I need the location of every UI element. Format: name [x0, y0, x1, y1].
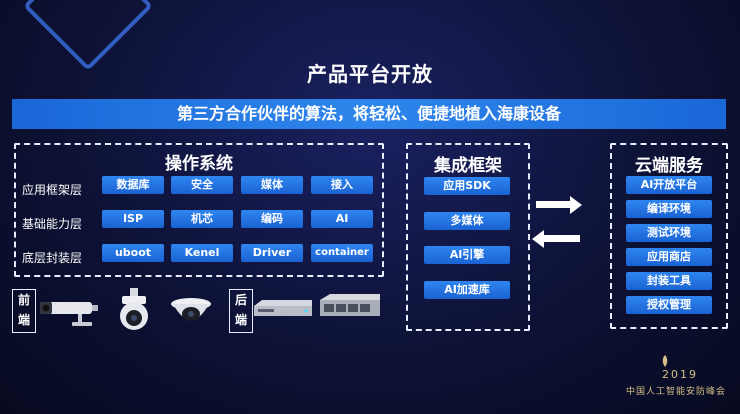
summit-logo-icon	[662, 355, 668, 367]
footer-year: 2019	[662, 368, 698, 381]
chip-driver: Driver	[241, 244, 303, 262]
chip-database: 数据库	[102, 176, 164, 194]
dome-camera-icon	[171, 298, 211, 321]
arrow-right-shaft	[536, 201, 570, 208]
banner: 第三方合作伙伴的算法，将轻松、便捷地植入海康设备	[12, 99, 726, 129]
chip-ai: AI	[311, 210, 373, 228]
row-label-base: 基础能力层	[22, 217, 83, 231]
chip-test-env: 测试环境	[626, 224, 712, 242]
os-box: 操作系统 应用框架层 数据库 安全 媒体 接入 基础能力层 ISP 机芯 编码 …	[14, 143, 384, 277]
arrow-left-icon	[532, 230, 544, 248]
chip-pack-tool: 封装工具	[626, 272, 712, 290]
chip-container: container	[311, 244, 373, 262]
chip-access: 接入	[311, 176, 373, 194]
footer-org: 中国人工智能安防峰会	[625, 387, 726, 397]
integration-box-title: 集成框架	[434, 156, 502, 176]
chip-ai-engine: AI引擎	[424, 246, 510, 264]
chip-app-sdk: 应用SDK	[424, 177, 510, 195]
chip-ai-accel: AI加速库	[424, 281, 510, 299]
chip-multimedia: 多媒体	[424, 212, 510, 230]
arrow-left-shaft	[544, 235, 580, 242]
chip-isp: ISP	[102, 210, 164, 228]
chip-media: 媒体	[241, 176, 303, 194]
chip-app-store: 应用商店	[626, 248, 712, 266]
chip-license-mgmt: 授权管理	[626, 296, 712, 314]
ptz-dome-camera-icon	[120, 288, 148, 330]
os-box-title: 操作系统	[165, 154, 233, 174]
back-end-tag: 后端	[229, 289, 253, 333]
chip-kenel: Kenel	[171, 244, 233, 262]
row-label-app: 应用框架层	[22, 183, 83, 197]
chip-encode: 编码	[241, 210, 303, 228]
cloud-box: 云端服务 AI开放平台 编译环境 测试环境 应用商店 封装工具 授权管理	[610, 143, 728, 329]
chip-ai-platform: AI开放平台	[626, 176, 712, 194]
cloud-box-title: 云端服务	[635, 156, 703, 176]
nvr-icon	[254, 300, 312, 316]
chip-security: 安全	[171, 176, 233, 194]
arrow-right-icon	[570, 196, 582, 214]
row-label-bottom: 底层封装层	[22, 251, 83, 265]
chip-uboot: uboot	[102, 244, 164, 262]
bullet-camera-icon	[40, 302, 98, 326]
chip-compile-env: 编译环境	[626, 200, 712, 218]
page-title: 产品平台开放	[307, 62, 433, 86]
dvr-rack-icon	[320, 294, 380, 316]
chip-core: 机芯	[171, 210, 233, 228]
front-end-tag: 前端	[12, 289, 36, 333]
integration-box: 集成框架 应用SDK 多媒体 AI引擎 AI加速库	[406, 143, 530, 331]
